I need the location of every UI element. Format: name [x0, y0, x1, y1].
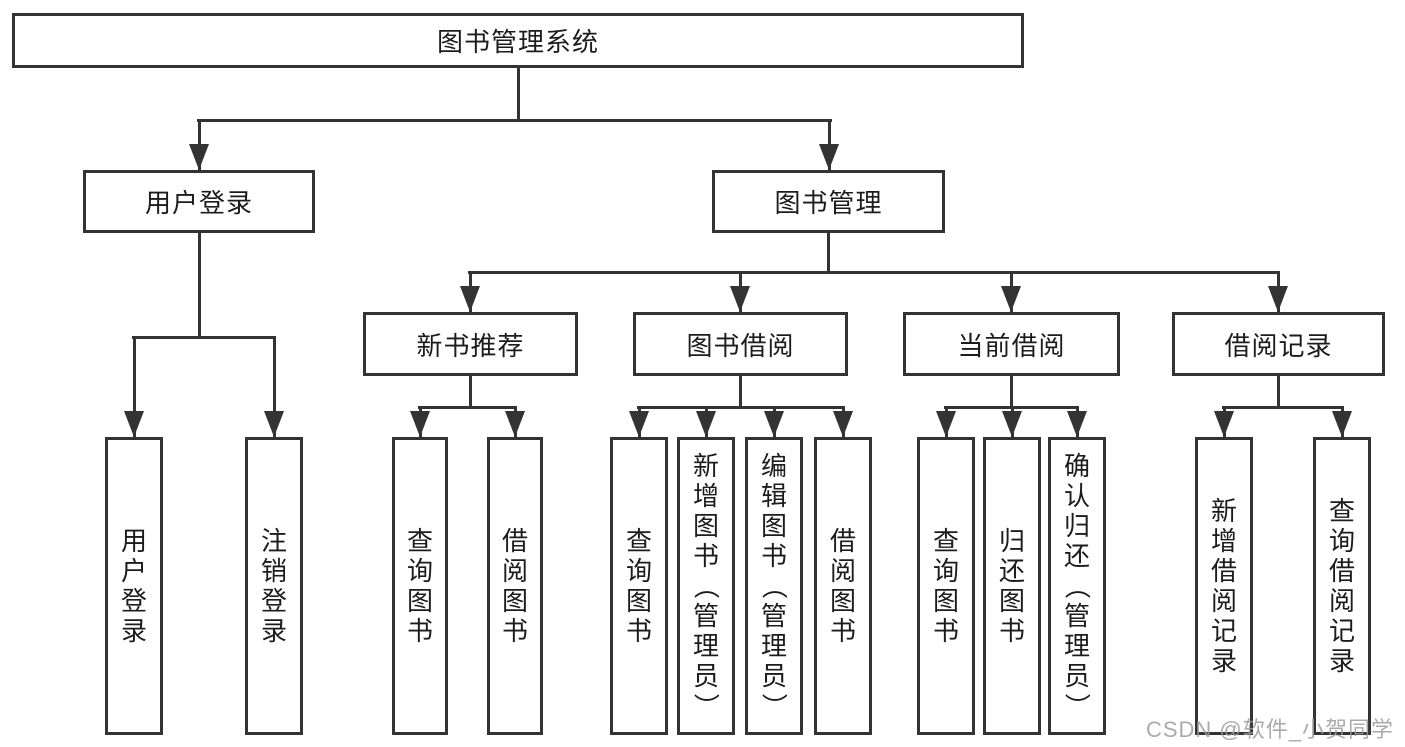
leaf-query-books-borrow: 查询图书 [610, 437, 668, 735]
arrow-down-icon [505, 411, 525, 437]
leaf-borrow-books-recommend: 借阅图书 [487, 437, 543, 735]
connector-line [827, 233, 830, 273]
arrow-down-icon [460, 286, 480, 312]
arrow-down-icon [189, 144, 209, 170]
arrow-down-icon [1268, 286, 1288, 312]
leaf-add-borrow-record: 新增借阅记录 [1195, 437, 1253, 735]
node-current-borrowing: 当前借阅 [903, 312, 1120, 376]
arrow-down-icon [819, 144, 839, 170]
leaf-confirm-return-admin: 确认归还（管理员） [1048, 437, 1106, 735]
connector-line [197, 119, 832, 122]
connector-line [418, 406, 517, 409]
arrow-down-icon [730, 286, 750, 312]
connector-line [198, 233, 201, 338]
arrow-down-icon [1002, 411, 1022, 437]
arrow-down-icon [1214, 411, 1234, 437]
leaf-logout: 注销登录 [245, 437, 303, 735]
leaf-query-borrow-record: 查询借阅记录 [1313, 437, 1371, 735]
connector-line [273, 336, 276, 437]
connector-line [132, 336, 276, 339]
arrow-down-icon [696, 411, 716, 437]
arrow-down-icon [764, 411, 784, 437]
connector-line [739, 376, 742, 408]
connector-line [1277, 376, 1280, 408]
arrow-down-icon [264, 411, 284, 437]
node-book-management: 图书管理 [712, 170, 945, 233]
leaf-user-login: 用户登录 [105, 437, 163, 735]
connector-line [1222, 406, 1344, 409]
leaf-query-books-recommend: 查询图书 [392, 437, 448, 735]
connector-line [469, 376, 472, 408]
arrow-down-icon [833, 411, 853, 437]
leaf-edit-book-admin: 编辑图书（管理员） [745, 437, 803, 735]
node-user-login: 用户登录 [83, 170, 315, 233]
arrow-down-icon [1067, 411, 1087, 437]
arrow-down-icon [1001, 286, 1021, 312]
leaf-query-books-current: 查询图书 [917, 437, 975, 735]
connector-line [1010, 376, 1013, 408]
node-borrowing-records: 借阅记录 [1172, 312, 1385, 376]
connector-line [637, 406, 845, 409]
arrow-down-icon [410, 411, 430, 437]
watermark-text: CSDN @软件_小贺同学 [1145, 717, 1394, 742]
leaf-add-book-admin: 新增图书（管理员） [677, 437, 735, 735]
arrow-down-icon [124, 411, 144, 437]
connector-line [133, 336, 136, 437]
leaf-borrow-books: 借阅图书 [814, 437, 872, 735]
leaf-return-book: 归还图书 [983, 437, 1041, 735]
node-book-borrowing: 图书借阅 [633, 312, 848, 376]
connector-line [517, 68, 520, 121]
arrow-down-icon [1332, 411, 1352, 437]
arrow-down-icon [629, 411, 649, 437]
node-root: 图书管理系统 [12, 13, 1024, 68]
node-new-book-recommendation: 新书推荐 [363, 312, 578, 376]
connector-line [468, 271, 1280, 274]
arrow-down-icon [936, 411, 956, 437]
